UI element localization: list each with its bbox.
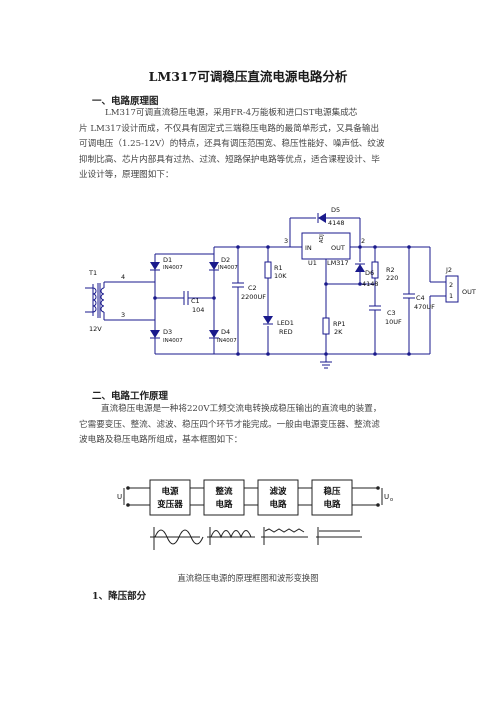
paragraph-1-line: 业设计等，原理图如下：: [79, 170, 174, 180]
paragraph-1-line: 可调电压（1.25-12V）的特点，还具有调压范围宽、稳压性能好、噪声低、纹波: [79, 139, 385, 149]
document-title: LM317可调稳压直流电源电路分析: [148, 69, 348, 84]
block-rectifier-line1: 整流: [215, 486, 233, 497]
label-d5: D5: [331, 206, 340, 214]
label-d4-value: IN4007: [217, 338, 237, 344]
label-rp1: RP1: [333, 320, 346, 328]
label-d3: D3: [163, 328, 172, 336]
figure-caption: 直流稳压电源的原理框图和波形变换图: [177, 573, 319, 583]
paragraph-1-line: LM317可调直流稳压电源，采用FR-4万能板和进口ST电源集成芯: [105, 108, 358, 118]
label-uo-sub: o: [390, 497, 393, 503]
label-ui-sub: i: [123, 497, 124, 503]
label-u1: U1: [308, 259, 317, 267]
label-j2-out: OUT: [462, 288, 476, 296]
label-c4-value: 470UF: [414, 303, 435, 311]
label-d1-value: IN4007: [163, 265, 183, 271]
paragraph-2: 直流稳压电源是一种将220V工频交流电转换成稳压输出的直流电的装置， 它需要变压…: [79, 402, 382, 449]
block-transformer-line2: 变压器: [157, 499, 183, 510]
label-out: OUT: [331, 244, 345, 252]
label-d2-value: IN4007: [218, 265, 238, 271]
label-r1-value: 10K: [274, 272, 287, 280]
section-heading-3: 1、降压部分: [92, 591, 147, 602]
label-c2: C2: [248, 284, 257, 292]
label-d3-value: IN4007: [163, 338, 183, 344]
section-heading-1: 一、电路原理图: [92, 96, 159, 107]
block-regulator-line2: 电路: [323, 499, 341, 510]
label-node-4: 4: [121, 273, 125, 281]
label-r2: R2: [386, 266, 395, 274]
label-j2-pin2: 2: [449, 281, 453, 289]
label-adj: ADJ: [319, 234, 325, 243]
label-t1: T1: [88, 269, 97, 277]
label-c1: C1: [191, 297, 200, 305]
label-u1-value: LM317: [327, 259, 349, 267]
label-in: IN: [305, 244, 312, 252]
label-r1: R1: [274, 264, 283, 272]
label-led1-value: RED: [279, 328, 293, 336]
block-filter-line2: 电路: [269, 499, 287, 510]
label-j2: J2: [445, 266, 452, 274]
label-d2: D2: [221, 256, 230, 264]
label-d6-value: 4148: [362, 280, 379, 288]
paragraph-1-line: 抑制比高、芯片内部具有过热、过流、短路保护电路等优点，适合课程设计、毕: [79, 154, 380, 165]
block-transformer-line1: 电源: [161, 486, 179, 497]
paragraph-2-line: 波电路及稳压电路所组成，基本框图如下：: [79, 435, 243, 445]
block-rectifier-line2: 电路: [215, 499, 233, 510]
paragraph-1-line: 片 LM317设计而成，不仅具有固定式三端稳压电路的最简单形式，又具备输出: [79, 123, 380, 134]
label-uo: U: [384, 493, 389, 501]
label-c3-value: 10UF: [385, 318, 402, 326]
label-d1: D1: [163, 256, 172, 264]
paragraph-2-line: 直流稳压电源是一种将220V工频交流电转换成稳压输出的直流电的装置，: [101, 404, 382, 414]
label-node-3: 3: [121, 311, 125, 319]
label-c2-value: 2200UF: [241, 293, 266, 301]
label-j2-pin1: 1: [449, 292, 453, 300]
label-c1-value: 104: [192, 306, 204, 314]
paragraph-1: LM317可调直流稳压电源，采用FR-4万能板和进口ST电源集成芯 片 LM31…: [79, 106, 385, 184]
label-c4: C4: [416, 294, 425, 302]
block-filter-line1: 滤波: [269, 486, 287, 497]
label-c3: C3: [387, 309, 396, 317]
paragraph-2-line: 它需要变压、整流、滤波、稳压四个环节才能完成。一般由电源变压器、整流滤: [79, 419, 380, 430]
label-d4: D4: [221, 328, 230, 336]
label-rp1-value: 2K: [334, 328, 343, 336]
label-pin2: 2: [361, 237, 365, 245]
block-regulator-line1: 稳压: [323, 486, 341, 497]
section-heading-2: 二、电路工作原理: [92, 391, 169, 402]
label-ui: U: [117, 493, 122, 501]
label-r2-value: 220: [386, 274, 398, 282]
label-12v: 12V: [89, 325, 102, 333]
label-d6: D6: [365, 269, 374, 277]
label-pin3: 3: [284, 237, 288, 245]
label-led1: LED1: [277, 319, 294, 327]
label-d5-value: 4148: [328, 219, 345, 227]
